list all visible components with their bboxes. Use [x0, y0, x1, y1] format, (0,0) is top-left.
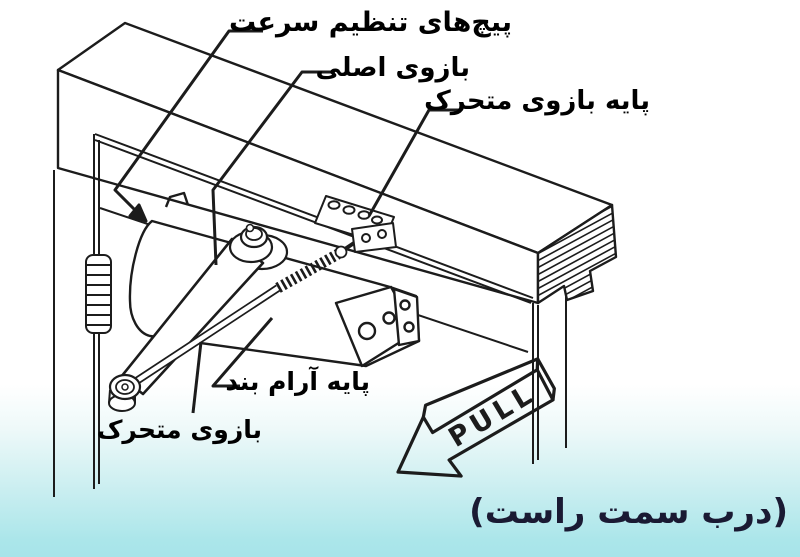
leader-closer-base	[211, 317, 274, 388]
arm-assembly	[119, 223, 289, 396]
label-speed-adjustment-screws: پیچ‌های تنظیم سرعت	[228, 7, 512, 38]
label-moving-arm: بازوی متحرک	[96, 415, 262, 444]
leader-main-arm	[211, 70, 332, 266]
caption-right-hand-door: (درب سمت راست)	[469, 492, 788, 532]
threaded-rod	[275, 249, 341, 293]
leader-moving-arm-base	[367, 108, 459, 217]
label-main-arm: بازوی اصلی	[315, 53, 471, 83]
elbow-joint	[108, 373, 142, 412]
hinge-rod	[85, 254, 112, 334]
label-moving-arm-base: پایه بازوی متحرک	[424, 86, 650, 116]
forearm-rod	[129, 237, 362, 388]
frame-bracket	[314, 195, 397, 253]
bracket-front-flange	[351, 222, 397, 253]
leader-moving-arm	[191, 341, 203, 414]
leader-speed-screws	[113, 29, 263, 216]
pull-arrow-icon	[396, 368, 555, 478]
closer-base-plate	[392, 287, 421, 347]
leader-speed-screws-arrowhead	[128, 203, 148, 223]
label-closer-base: پایه آرام بند	[225, 367, 370, 396]
body-top-tab	[164, 191, 190, 208]
leader-lines	[113, 29, 459, 414]
pull-arrow: PULL	[396, 357, 556, 478]
